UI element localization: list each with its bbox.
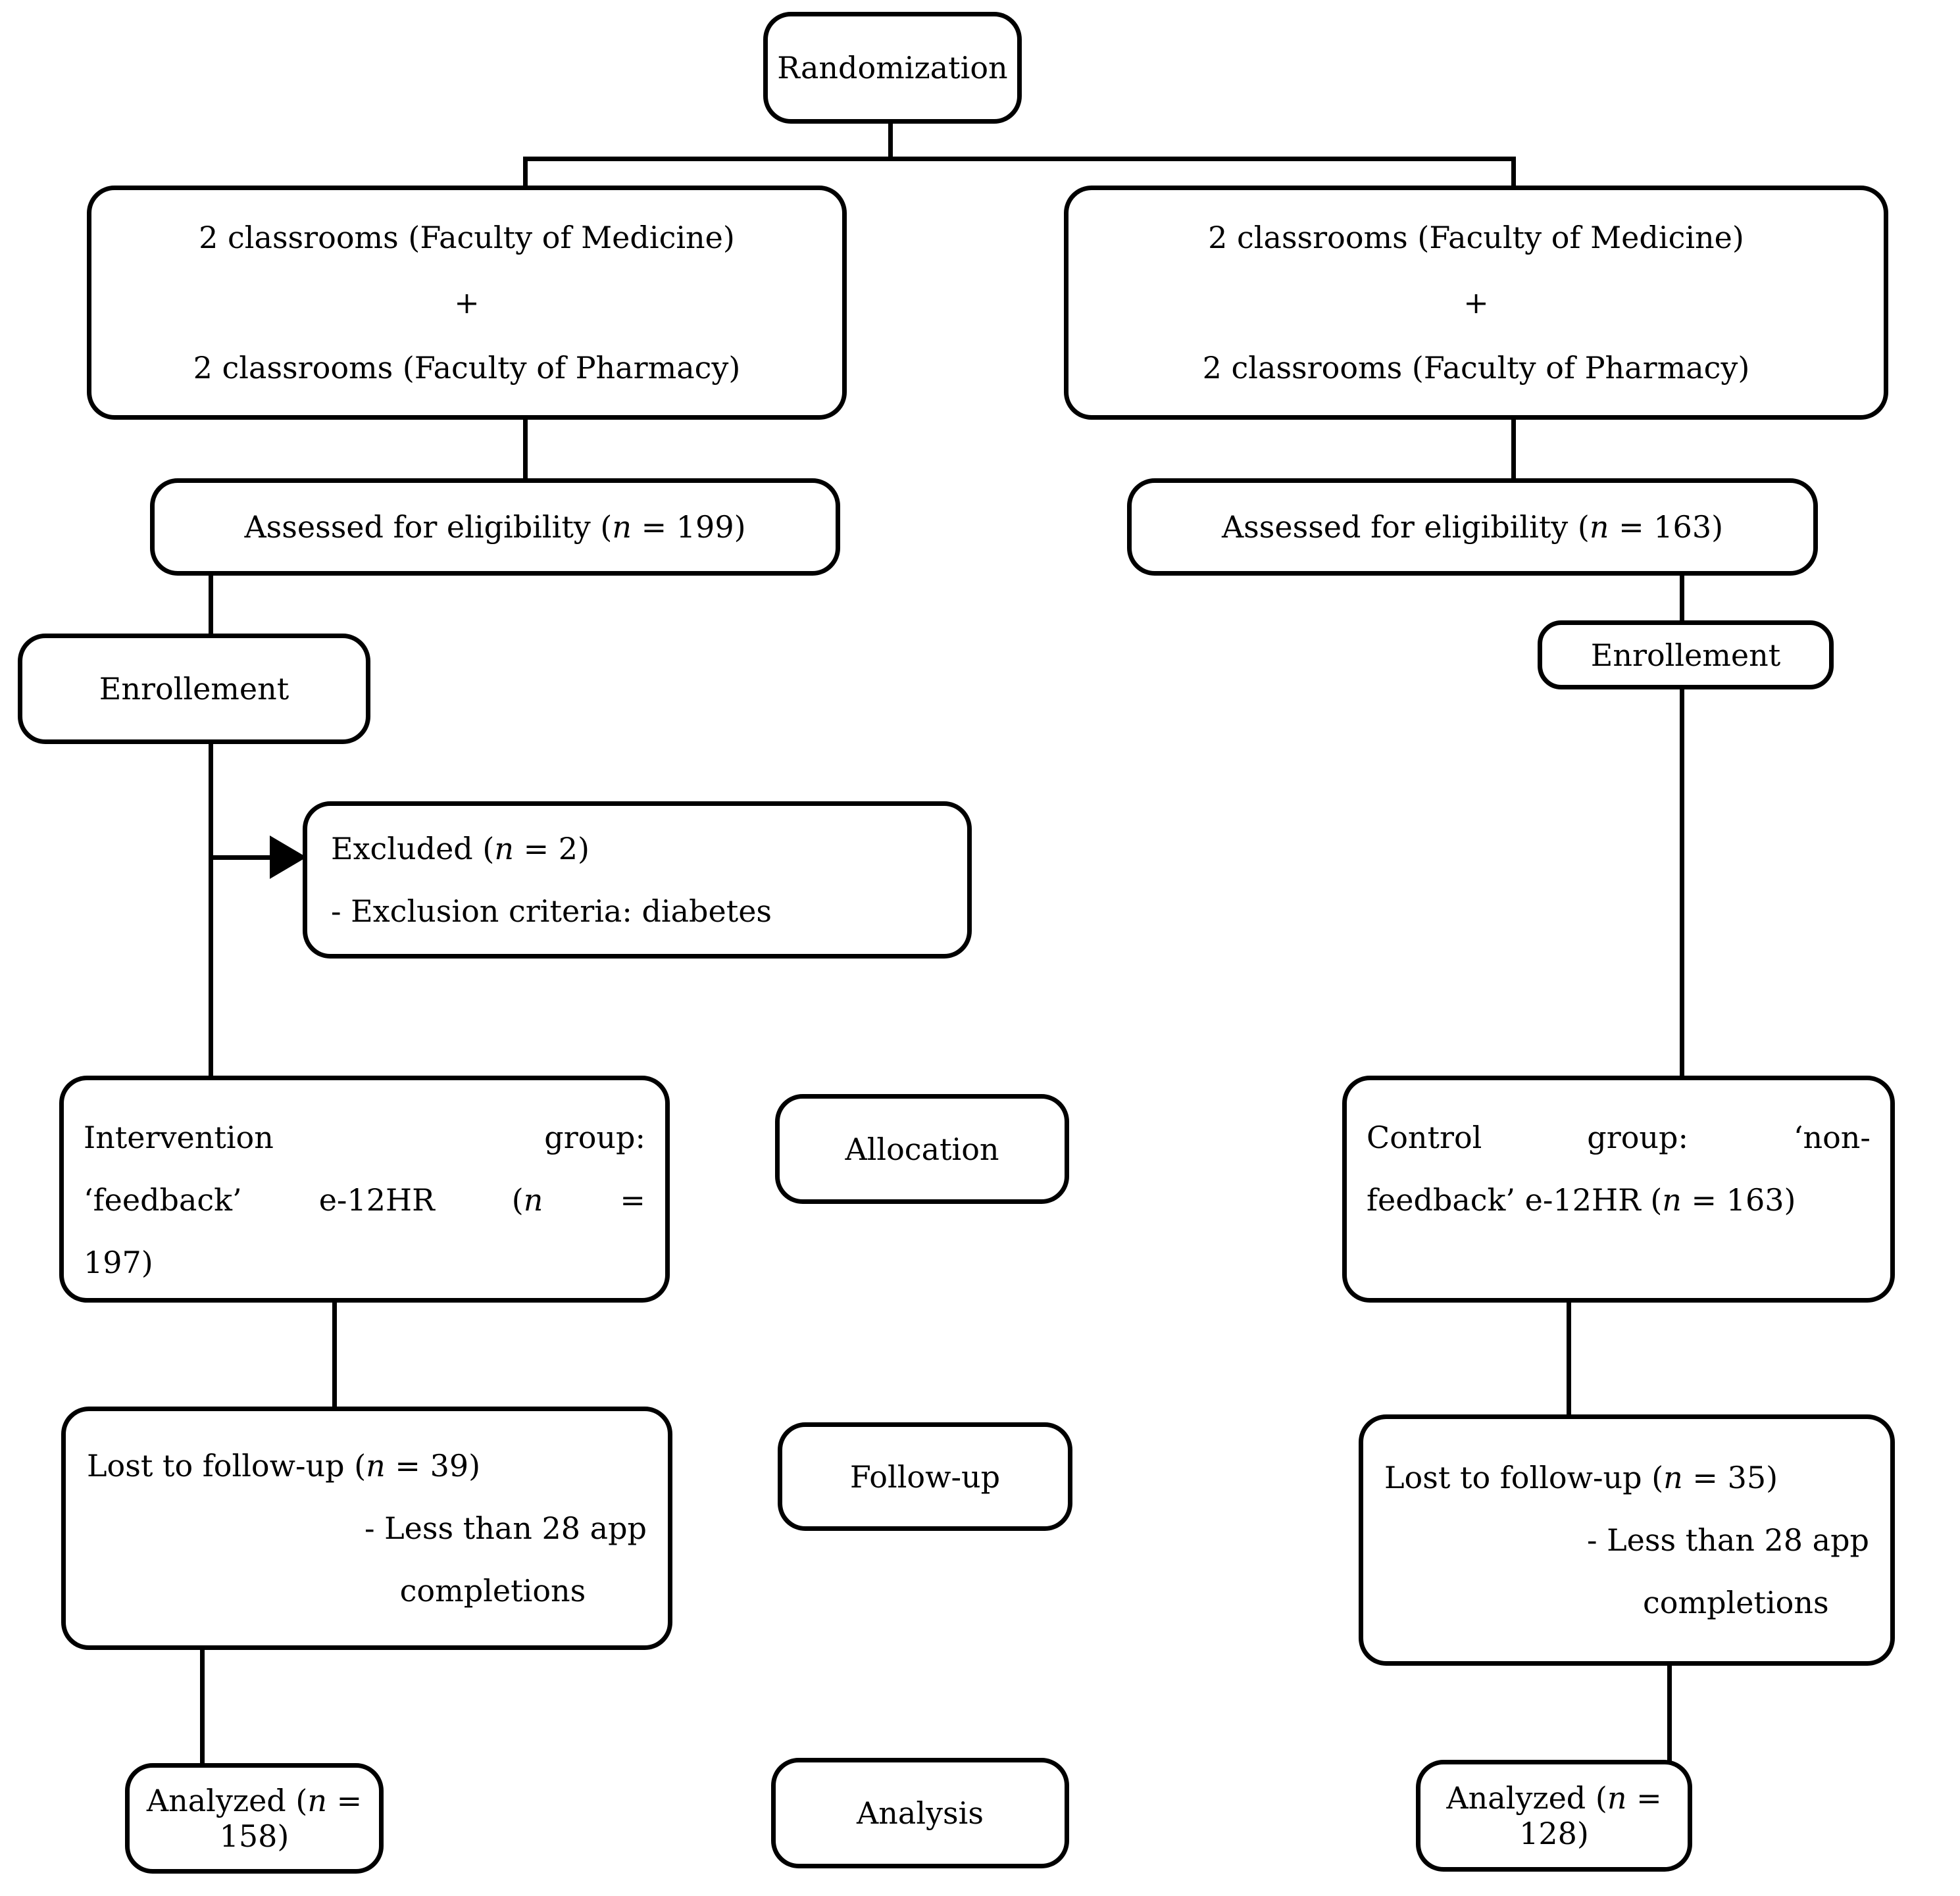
allocation-label: Allocation: [845, 1131, 999, 1167]
control-box: Control group: ‘non- feedback’ e-12HR (n…: [1342, 1076, 1895, 1303]
lost-right-line1-post: = 35): [1682, 1459, 1778, 1495]
lost-right-box: Lost to follow-up (n = 35) - Less than 2…: [1359, 1414, 1895, 1666]
analyzed-right-post: = 128): [1519, 1780, 1662, 1851]
analyzed-left-pre: Analyzed (: [146, 1783, 308, 1818]
enrollement-left-box: Enrollement: [18, 634, 370, 744]
connector-excluded-arrow-line: [209, 855, 274, 860]
branch-box-right: 2 classrooms (Faculty of Medicine) + 2 c…: [1064, 186, 1888, 420]
analysis-box: Analysis: [771, 1758, 1069, 1868]
lost-left-box: Lost to follow-up (n = 39) - Less than 2…: [61, 1407, 672, 1650]
branch-right-pharmacy: 2 classrooms (Faculty of Pharmacy): [1202, 350, 1750, 386]
analyzed-left-label: Analyzed (n = 158): [130, 1783, 379, 1854]
assessed-right-box: Assessed for eligibility (n = 163): [1127, 478, 1818, 576]
followup-box: Follow-up: [778, 1422, 1072, 1531]
control-line2-pre: feedback’ e-12HR (: [1367, 1182, 1663, 1218]
lost-left-line2: - Less than 28 app: [364, 1510, 647, 1546]
control-line1: Control group: ‘non-: [1367, 1107, 1871, 1169]
lost-right-line1-pre: Lost to follow-up (: [1384, 1459, 1664, 1495]
lost-left-line1-post: = 39): [385, 1447, 481, 1484]
intervention-box: Intervention group: ‘feedback’ e-12HR (n…: [59, 1076, 670, 1303]
connector-control-lostright: [1567, 1300, 1571, 1417]
assessed-left-post: = 199): [632, 509, 746, 545]
excluded-line1: Excluded (n = 2): [331, 818, 943, 880]
randomization-box: Randomization: [763, 12, 1022, 124]
connector-split-left-down: [523, 157, 528, 190]
intervention-word2: group:: [544, 1120, 645, 1155]
intervention-word5-pre: (: [511, 1182, 524, 1218]
intervention-word4: e-12HR: [318, 1182, 435, 1218]
analysis-label: Analysis: [857, 1795, 984, 1831]
intervention-word6: =: [620, 1182, 645, 1218]
assessed-right-post: = 163): [1609, 509, 1724, 545]
excluded-line2: - Exclusion criteria: diabetes: [331, 893, 772, 929]
randomization-label: Randomization: [777, 50, 1008, 86]
assessed-right-label: Assessed for eligibility (n = 163): [1222, 509, 1723, 545]
branch-left-plus: +: [454, 285, 480, 320]
control-line2: feedback’ e-12HR (n = 163): [1367, 1169, 1871, 1232]
connector-lostleft-analyzedleft: [200, 1647, 205, 1766]
lost-left-line3: completions: [399, 1572, 586, 1609]
lost-left-line1-pre: Lost to follow-up (: [87, 1447, 366, 1484]
analyzed-right-n: n: [1607, 1780, 1627, 1816]
allocation-box: Allocation: [775, 1094, 1069, 1204]
lost-left-line1: Lost to follow-up (n = 39): [87, 1435, 647, 1497]
branch-right-medicine: 2 classrooms (Faculty of Medicine): [1208, 220, 1744, 255]
assessed-left-n: n: [612, 509, 632, 545]
connector-right-spine: [1680, 573, 1684, 1078]
connector-split-horizontal: [523, 157, 1516, 161]
excluded-box: Excluded (n = 2) - Exclusion criteria: d…: [303, 801, 972, 959]
excluded-line1-pre: Excluded (: [331, 830, 495, 866]
followup-label: Follow-up: [849, 1459, 1001, 1495]
assessed-right-n: n: [1589, 509, 1609, 545]
excluded-n: n: [494, 830, 514, 866]
connector-lostright-analyzedright: [1667, 1663, 1672, 1763]
assessed-left-label: Assessed for eligibility (n = 199): [244, 509, 745, 545]
analyzed-left-n: n: [307, 1783, 327, 1818]
enrollement-right-label: Enrollement: [1590, 637, 1781, 673]
assessed-right-pre: Assessed for eligibility (: [1221, 509, 1590, 545]
analyzed-right-label: Analyzed (n = 128): [1420, 1780, 1688, 1851]
intervention-word3: ‘feedback’: [84, 1182, 242, 1218]
excluded-line1-post: = 2): [513, 830, 590, 866]
branch-left-medicine: 2 classrooms (Faculty of Medicine): [199, 220, 735, 255]
analyzed-right-box: Analyzed (n = 128): [1416, 1760, 1692, 1872]
intervention-line1: Intervention group:: [84, 1107, 645, 1169]
intervention-line3: 197): [84, 1245, 153, 1280]
control-line2-post: = 163): [1681, 1182, 1796, 1218]
intervention-line2: ‘feedback’ e-12HR (n =: [84, 1169, 645, 1232]
intervention-word1: Intervention: [84, 1120, 274, 1155]
intervention-n: n: [523, 1182, 543, 1218]
lost-right-line2: - Less than 28 app: [1586, 1522, 1869, 1558]
enrollement-left-label: Enrollement: [99, 671, 289, 707]
intervention-word5: (n: [512, 1169, 543, 1232]
lost-right-line3: completions: [1643, 1584, 1829, 1620]
control-n: n: [1662, 1182, 1682, 1218]
branch-box-left: 2 classrooms (Faculty of Medicine) + 2 c…: [87, 186, 847, 420]
connector-left-spine: [209, 573, 213, 1078]
assessed-left-box: Assessed for eligibility (n = 199): [150, 478, 840, 576]
lost-right-line1: Lost to follow-up (n = 35): [1384, 1447, 1869, 1509]
analyzed-right-pre: Analyzed (: [1446, 1780, 1607, 1816]
connector-branchright-assessedright: [1511, 417, 1516, 481]
connector-randomization-down: [888, 124, 893, 161]
assessed-left-pre: Assessed for eligibility (: [244, 509, 613, 545]
connector-intervention-lostleft: [332, 1300, 337, 1409]
connector-split-right-down: [1511, 157, 1516, 190]
analyzed-left-box: Analyzed (n = 158): [125, 1763, 384, 1874]
lost-right-n: n: [1663, 1459, 1683, 1495]
lost-left-n: n: [366, 1447, 386, 1484]
connector-branchleft-assessedleft: [523, 417, 528, 481]
branch-left-pharmacy: 2 classrooms (Faculty of Pharmacy): [193, 350, 741, 386]
analyzed-left-post: = 158): [219, 1783, 363, 1854]
control-word1: Control: [1367, 1120, 1482, 1155]
control-word2: group:: [1587, 1120, 1688, 1155]
enrollement-right-box: Enrollement: [1538, 620, 1834, 689]
branch-right-plus: +: [1463, 285, 1489, 320]
arrowhead-excluded-icon: [270, 836, 307, 879]
control-word3: ‘non-: [1793, 1120, 1871, 1155]
